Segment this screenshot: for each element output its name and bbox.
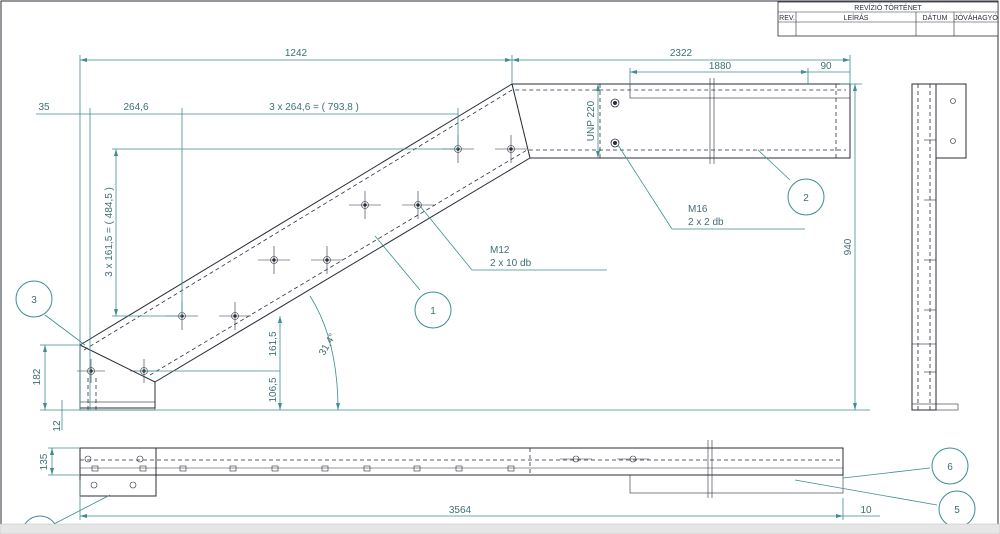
callout-m16: M16 bbox=[688, 204, 708, 215]
m12-bolt-holes bbox=[77, 135, 527, 383]
balloon-3: 3 bbox=[15, 280, 53, 318]
plan-view: 3564 10 135 bbox=[39, 440, 938, 526]
dim-10: 10 bbox=[860, 505, 872, 516]
balloon-6: 6 bbox=[931, 447, 969, 485]
balloon-6-label: 6 bbox=[947, 462, 953, 473]
approver-col-header: JÓVÁHAGYÓ bbox=[954, 13, 998, 22]
dim-35: 35 bbox=[38, 102, 50, 113]
plan-channel bbox=[629, 474, 844, 494]
dim-135: 135 bbox=[39, 453, 50, 470]
dimension-arrows bbox=[43, 58, 857, 410]
dim-940: 940 bbox=[843, 238, 854, 255]
dim-12: 12 bbox=[52, 420, 63, 432]
title-block-strip bbox=[0, 523, 1000, 534]
balloon-3-label: 3 bbox=[31, 295, 37, 306]
plan-base-plate bbox=[79, 447, 157, 497]
dim-3x161-5: 3 x 161,5 = ( 484,5 ) bbox=[104, 187, 115, 277]
balloon-1: 1 bbox=[414, 291, 452, 329]
stringer-outline bbox=[79, 83, 851, 409]
balloon-2-label: 2 bbox=[803, 193, 809, 204]
side-bracket bbox=[935, 83, 967, 159]
balloon-2: 2 bbox=[787, 178, 825, 216]
dim-264-6: 264,6 bbox=[123, 102, 148, 113]
balloon-5: 5 bbox=[938, 490, 976, 528]
dim-2322: 2322 bbox=[670, 48, 693, 59]
revision-table-title: REVÍZIÓ TÖRTÉNET bbox=[854, 3, 922, 12]
dim-182: 182 bbox=[32, 368, 43, 385]
dim-unp220: UNP 220 bbox=[586, 100, 597, 141]
side-profile bbox=[911, 83, 937, 411]
callout-m12-qty: 2 x 10 db bbox=[490, 258, 532, 269]
side-view bbox=[911, 83, 967, 411]
balloon-1-label: 1 bbox=[430, 306, 436, 317]
dim-1880: 1880 bbox=[709, 61, 732, 72]
callout-m12: M12 bbox=[490, 245, 510, 256]
base-angle bbox=[79, 401, 156, 411]
dim-3564: 3564 bbox=[449, 505, 472, 516]
callout-m16-qty: 2 x 2 db bbox=[688, 217, 724, 228]
rev-col-header: REV. bbox=[779, 15, 795, 22]
date-col-header: DÁTUM bbox=[923, 13, 948, 22]
plan-bolt-marks bbox=[84, 455, 649, 472]
dim-106-5: 106,5 bbox=[268, 377, 279, 402]
dim-90: 90 bbox=[820, 61, 832, 72]
dimension-lines bbox=[36, 55, 870, 430]
front-view: 1242 2322 1880 90 35 264,6 3 x 264,6 = (… bbox=[32, 48, 870, 432]
m16-bolt-holes bbox=[610, 98, 620, 148]
dim-angle: 31,4° bbox=[317, 332, 338, 358]
balloon-5-label: 5 bbox=[954, 505, 960, 516]
revision-table: REVÍZIÓ TÖRTÉNET REV. LEÍRÁS DÁTUM JÓVÁH… bbox=[777, 1, 999, 37]
channel-flange bbox=[629, 83, 851, 99]
dim-1242: 1242 bbox=[285, 48, 308, 59]
description-col-header: LEÍRÁS bbox=[844, 13, 869, 22]
dim-161-5: 161,5 bbox=[268, 331, 279, 356]
dim-3x264-6: 3 x 264,6 = ( 793,8 ) bbox=[269, 102, 359, 113]
